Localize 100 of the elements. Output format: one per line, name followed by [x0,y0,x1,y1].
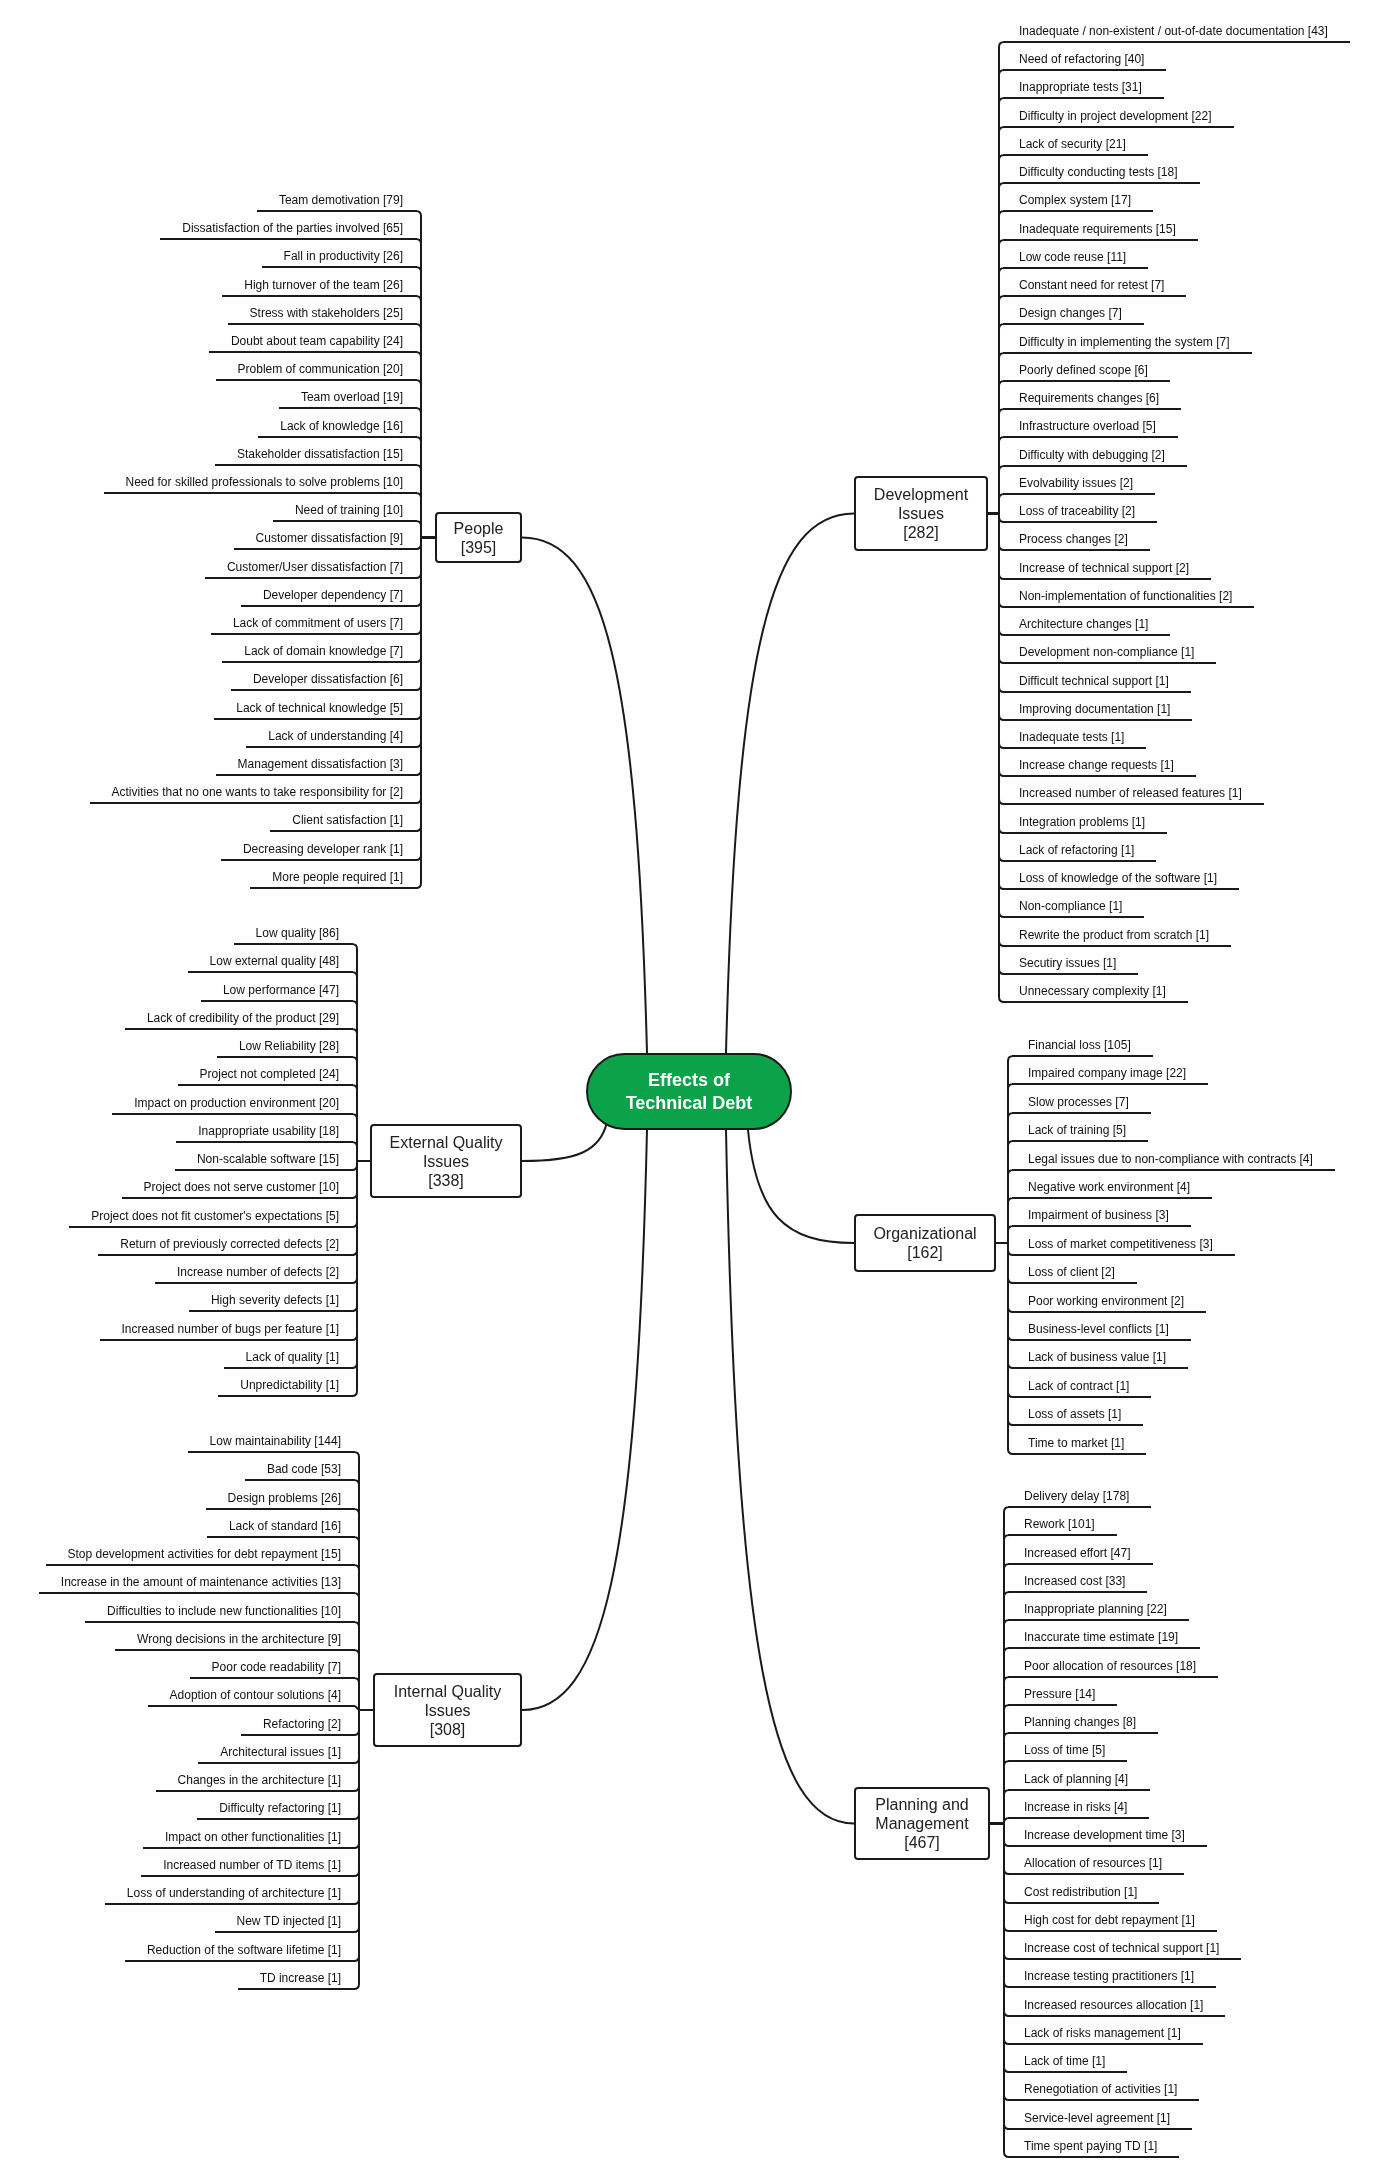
underlined-label: Lack of planning [4] [1008,1769,1151,1791]
underlined-label: Difficulty in implementing the system [7] [1003,332,1252,354]
underlined-label: Loss of market competitiveness [3] [1012,1234,1235,1256]
underlined-label: Constant need for retest [7] [1003,275,1187,297]
category-box: Internal Quality Issues [308] [373,1673,522,1747]
underlined-label: Time to market [1] [1012,1433,1147,1455]
underlined-label: Evolvability issues [2] [1003,473,1156,495]
underlined-label: Wrong decisions in the architecture [9] [115,1629,355,1651]
underlined-label: Project not completed [24] [177,1064,353,1086]
underlined-label: High turnover of the team [26] [222,275,417,297]
underlined-label: Low quality [86] [233,923,353,945]
underlined-label: Return of previously corrected defects [2] [98,1234,353,1256]
underlined-label: Increase number of defects [2] [154,1262,353,1284]
underlined-label: Increased effort [47] [1008,1543,1153,1565]
category-box: External Quality Issues [338] [370,1124,522,1198]
underlined-label: Increase in the amount of maintenance activities [13] [38,1572,355,1594]
connector-line [747,1129,855,1244]
underlined-label: Time spent paying TD [1] [1008,2136,1180,2158]
underlined-label: Loss of assets [1] [1012,1404,1144,1426]
underlined-label: Development non-compliance [1] [1003,642,1217,664]
underlined-label: Inaccurate time estimate [19] [1008,1627,1201,1649]
underlined-label: TD increase [1] [237,1968,355,1990]
underlined-label: Fall in productivity [26] [261,246,417,268]
underlined-label: Lack of refactoring [1] [1003,840,1157,862]
underlined-label: Loss of knowledge of the software [1] [1003,868,1240,890]
underlined-label: Rework [101] [1008,1514,1117,1536]
underlined-label: Low maintainability [144] [187,1431,355,1453]
underlined-label: Inappropriate usability [18] [176,1121,353,1143]
underlined-label: Low code reuse [11] [1003,247,1149,269]
category-box: Organizational [162] [854,1214,996,1272]
underlined-label: Decreasing developer rank [1] [220,839,417,861]
underlined-label: Increased cost [33] [1008,1571,1148,1593]
underlined-label: Impaired company image [22] [1012,1063,1209,1085]
connector-line [725,512,855,1054]
underlined-label: Need of refactoring [40] [1003,49,1167,71]
underlined-label: Team demotivation [79] [256,190,417,212]
underlined-label: Difficulties to include new functionalities [10] [85,1601,355,1623]
underlined-label: Need of training [10] [272,500,417,522]
underlined-label: Impact on other functionalities [1] [142,1827,355,1849]
underlined-label: More people required [1] [250,867,417,889]
underlined-label: Increase testing practitioners [1] [1008,1966,1217,1988]
underlined-label: Requirements changes [6] [1003,388,1182,410]
underlined-label: Inadequate requirements [15] [1003,219,1198,241]
underlined-label: Lack of training [5] [1012,1120,1149,1142]
underlined-label: Architectural issues [1] [198,1742,355,1764]
underlined-label: Poor working environment [2] [1012,1291,1207,1313]
underlined-label: Poor allocation of resources [18] [1008,1656,1219,1678]
underlined-label: Lack of security [21] [1003,134,1148,156]
underlined-label: High cost for debt repayment [1] [1008,1910,1217,1932]
underlined-label: Pressure [14] [1008,1684,1118,1706]
underlined-label: Low performance [47] [200,980,353,1002]
underlined-label: Reduction of the software lifetime [1] [124,1940,355,1962]
underlined-label: Loss of time [5] [1008,1740,1128,1762]
underlined-label: Developer dependency [7] [240,585,417,607]
underlined-label: Lack of standard [16] [206,1516,355,1538]
underlined-label: Improving documentation [1] [1003,699,1193,721]
underlined-label: Stop development activities for debt repayment [15] [45,1544,355,1566]
underlined-label: Management dissatisfaction [3] [215,754,417,776]
underlined-label: Impact on production environment [20] [112,1093,353,1115]
underlined-label: Difficulty in project development [22] [1003,106,1234,128]
underlined-label: Customer dissatisfaction [9] [233,528,417,550]
underlined-label: Poor code readability [7] [189,1657,355,1679]
underlined-label: Lack of understanding [4] [246,726,417,748]
underlined-label: Service-level agreement [1] [1008,2108,1193,2130]
underlined-label: Delivery delay [178] [1008,1486,1152,1508]
underlined-label: Increased number of bugs per feature [1] [99,1319,353,1341]
underlined-label: Client satisfaction [1] [270,810,417,832]
underlined-label: Architecture changes [1] [1003,614,1171,636]
underlined-label: Increase cost of technical support [1] [1008,1938,1242,1960]
underlined-label: Dissatisfaction of the parties involved [65] [160,218,417,240]
root-node: Effects of Technical Debt [586,1053,792,1130]
underlined-label: Rewrite the product from scratch [1] [1003,925,1232,947]
underlined-label: Slow processes [7] [1012,1092,1151,1114]
underlined-label: Lack of technical knowledge [5] [214,698,417,720]
underlined-label: Negative work environment [4] [1012,1177,1213,1199]
underlined-label: Doubt about team capability [24] [208,331,417,353]
underlined-label: Lack of credibility of the product [29] [124,1008,353,1030]
underlined-label: Legal issues due to non-compliance with contracts [4] [1012,1149,1335,1171]
underlined-label: Lack of risks management [1] [1008,2023,1203,2045]
underlined-label: Increased resources allocation [1] [1008,1995,1226,2017]
underlined-label: Lack of knowledge [16] [258,416,417,438]
underlined-label: Loss of understanding of architecture [1] [104,1883,355,1905]
underlined-label: Planning changes [8] [1008,1712,1159,1734]
category-box: Development Issues [282] [854,476,988,551]
underlined-label: Lack of quality [1] [223,1347,353,1369]
underlined-label: Renegotiation of activities [1] [1008,2079,1200,2101]
underlined-label: Lack of time [1] [1008,2051,1128,2073]
underlined-label: Business-level conflicts [1] [1012,1319,1191,1341]
underlined-label: Process changes [2] [1003,529,1150,551]
underlined-label: High severity defects [1] [188,1290,353,1312]
underlined-label: Unpredictability [1] [218,1375,353,1397]
underlined-label: Difficulty conducting tests [18] [1003,162,1200,184]
underlined-label: Changes in the architecture [1] [155,1770,355,1792]
underlined-label: Increase of technical support [2] [1003,558,1212,580]
underlined-label: Allocation of resources [1] [1008,1853,1185,1875]
underlined-label: Activities that no one wants to take responsibility for [2] [89,782,417,804]
underlined-label: Lack of commitment of users [7] [210,613,417,635]
underlined-label: Integration problems [1] [1003,812,1168,834]
underlined-label: Financial loss [105] [1012,1035,1153,1057]
underlined-label: Increased number of released features [1] [1003,783,1264,805]
